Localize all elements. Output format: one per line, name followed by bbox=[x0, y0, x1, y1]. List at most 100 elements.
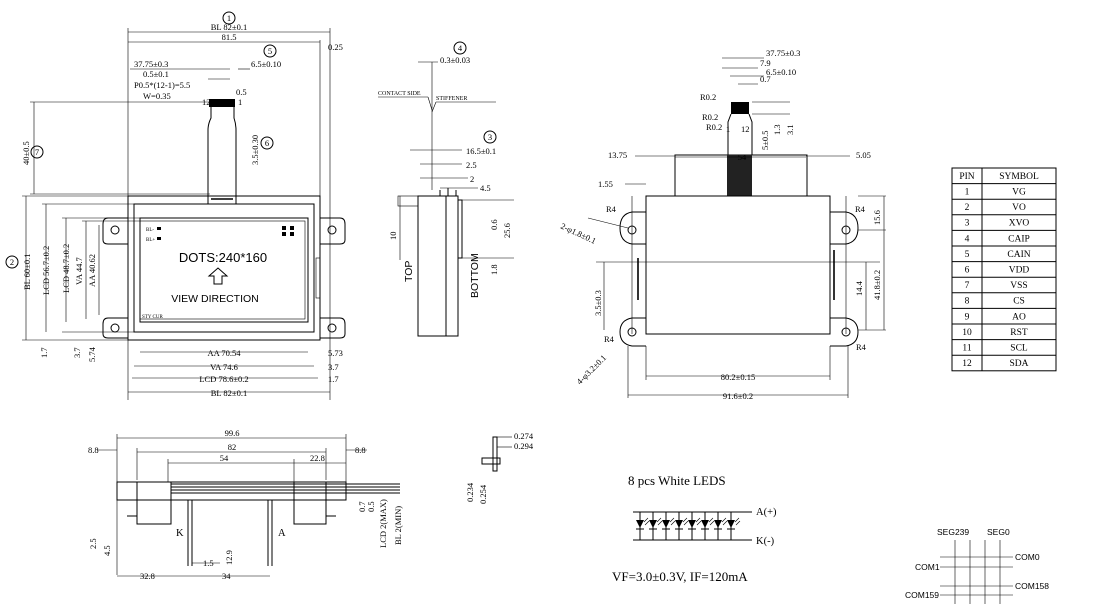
rear-pin12-label: 12 bbox=[741, 124, 750, 134]
dim-7-9: 7.9 bbox=[760, 58, 771, 68]
symbol-header: SYMBOL bbox=[999, 172, 1039, 182]
fpc-pin1-label: 1 bbox=[238, 97, 242, 107]
led-diode-icon bbox=[688, 512, 702, 540]
hole-2-phi: 2-φ1.8±0.1 bbox=[559, 221, 598, 246]
pin-number-cell: 8 bbox=[965, 297, 970, 307]
dim-99-6: 99.6 bbox=[225, 428, 240, 438]
rear-view: 37.75±0.3 7.9 6.5±0.10 0.7 R0.2 R0.2 R0.… bbox=[559, 48, 886, 401]
dim-lcd56-7: LCD 56.7±0.2 bbox=[41, 246, 51, 295]
dim-0-7: 0.7 bbox=[760, 74, 771, 84]
led-schematic: 8 pcs White LEDS A(+) K(-) VF=3.0±0.3V, … bbox=[612, 473, 777, 584]
dim-1-3: 1.3 bbox=[772, 124, 782, 135]
led-diode-icon bbox=[649, 512, 663, 540]
cathode-label: K(-) bbox=[756, 536, 775, 547]
pin-number-cell: 3 bbox=[965, 219, 970, 229]
pin-symbol-cell: CAIN bbox=[1007, 250, 1030, 260]
dim-lcd2: LCD 2(MAX) bbox=[378, 499, 388, 548]
k-pin-label: K bbox=[176, 528, 184, 539]
dim-5-73: 5.73 bbox=[328, 348, 343, 358]
dim-15-6: 15.6 bbox=[872, 210, 882, 225]
view-direction-label: VIEW DIRECTION bbox=[171, 293, 259, 305]
com-seg-matrix: SEG239 SEG0 COM0 COM1 COM158 COM159 bbox=[905, 527, 1049, 604]
led-title: 8 pcs White LEDS bbox=[628, 473, 726, 488]
dim-32-8: 32.8 bbox=[140, 571, 155, 581]
callout-5: 5 bbox=[268, 46, 272, 56]
dim-91-6: 91.6±0.2 bbox=[723, 391, 753, 401]
dim-2-5-bottom: 2.5 bbox=[88, 538, 98, 549]
bl-minus-label: BL- bbox=[146, 228, 154, 233]
pin-symbol-cell: SDA bbox=[1009, 359, 1028, 369]
led-diode-array bbox=[636, 512, 741, 540]
anode-label: A(+) bbox=[756, 507, 777, 518]
pin-number-cell: 7 bbox=[965, 281, 970, 291]
dim-5-74-left: 5.74 bbox=[87, 346, 97, 362]
bottom-label: BOTTOM bbox=[469, 253, 481, 298]
r0-2-a: R0.2 bbox=[700, 92, 716, 102]
hole-4-phi: 4-φ3.2±0.1 bbox=[574, 353, 608, 387]
dim-bl-bottom: BL 82±0.1 bbox=[211, 388, 247, 398]
callout-4: 4 bbox=[458, 43, 463, 53]
led-diode-icon bbox=[662, 512, 676, 540]
pin-table-frame bbox=[951, 167, 1057, 372]
dim-0-274: 0.274 bbox=[514, 431, 534, 441]
dim-0-5: 0.5±0.1 bbox=[143, 69, 169, 79]
com159-label: COM159 bbox=[905, 590, 939, 600]
dim-2-5: 2.5 bbox=[466, 160, 477, 170]
dim-54-bottom: 54 bbox=[220, 453, 229, 463]
dim-3-5: 3.5±0.30 bbox=[250, 135, 260, 165]
callout-7: 7 bbox=[35, 147, 39, 157]
pin-symbol-cell: VO bbox=[1012, 203, 1026, 213]
dim-0-294: 0.294 bbox=[514, 441, 534, 451]
dim-81-5: 81.5 bbox=[222, 32, 237, 42]
dim-37-75: 37.75±0.3 bbox=[134, 59, 168, 69]
pin-symbol-cell: VSS bbox=[1010, 281, 1027, 291]
dim-40: 40±0.5 bbox=[21, 141, 31, 165]
dim-0-3: 0.3±0.03 bbox=[440, 55, 470, 65]
dim-bl60: BL 60±0.1 bbox=[22, 254, 32, 290]
dim-6-5-rear: 6.5±0.10 bbox=[766, 67, 796, 77]
pin-symbol-cell: AO bbox=[1012, 312, 1026, 322]
dim-lcd48-7: LCD 48.7±0.2 bbox=[61, 244, 71, 293]
dim-1-7: 1.7 bbox=[328, 374, 339, 384]
dim-16-5: 16.5±0.1 bbox=[466, 146, 496, 156]
callout-3: 3 bbox=[488, 132, 492, 142]
dim-3-7-left: 3.7 bbox=[72, 347, 82, 358]
dim-10: 10 bbox=[388, 232, 398, 241]
dim-14-4: 14.4 bbox=[854, 280, 864, 296]
r4-b: R4 bbox=[855, 204, 866, 214]
dim-8-8-left: 8.8 bbox=[88, 445, 99, 455]
dim-22-8: 22.8 bbox=[310, 453, 325, 463]
dim-6-5: 6.5±0.10 bbox=[251, 59, 281, 69]
dim-25-6: 25.6 bbox=[502, 223, 512, 238]
pin-symbol-cell: CAIP bbox=[1008, 234, 1030, 244]
dim-5: 5±0.5 bbox=[760, 130, 770, 150]
stiffener-label: STIFFENER bbox=[436, 96, 467, 102]
dim-aa40-62: AA 40.62 bbox=[87, 254, 97, 287]
dim-34: 34 bbox=[222, 571, 231, 581]
dim-1-8: 1.8 bbox=[489, 264, 499, 275]
seg239-label: SEG239 bbox=[937, 527, 969, 537]
com158-label: COM158 bbox=[1015, 581, 1049, 591]
led-spec: VF=3.0±0.3V, IF=120mA bbox=[612, 569, 748, 584]
com1-label: COM1 bbox=[915, 562, 940, 572]
r0-2-b: R0.2 bbox=[702, 112, 718, 122]
dim-w: W=0.35 bbox=[143, 91, 171, 101]
pin-header: PIN bbox=[959, 172, 974, 182]
pin-number-cell: 11 bbox=[962, 344, 971, 354]
led-diode-icon bbox=[636, 512, 650, 540]
dim-2: 2 bbox=[470, 174, 474, 184]
dim-12-9: 12.9 bbox=[224, 550, 234, 565]
dim-va44-7: VA 44.7 bbox=[74, 257, 84, 285]
pin-number-cell: 12 bbox=[962, 359, 972, 369]
r0-2-c: R0.2 bbox=[706, 122, 722, 132]
pin-number-cell: 1 bbox=[965, 188, 970, 198]
dim-13-75: 13.75 bbox=[608, 150, 627, 160]
r4-c: R4 bbox=[604, 334, 615, 344]
dim-0-5b: 0.5 bbox=[236, 87, 247, 97]
com0-label: COM0 bbox=[1015, 552, 1040, 562]
pin-symbol-cell: VDD bbox=[1009, 266, 1030, 276]
pin-symbol-cell: VG bbox=[1012, 188, 1026, 198]
dim-0-254: 0.254 bbox=[478, 484, 488, 504]
pin-number-cell: 2 bbox=[965, 203, 970, 213]
led-diode-icon bbox=[701, 512, 715, 540]
